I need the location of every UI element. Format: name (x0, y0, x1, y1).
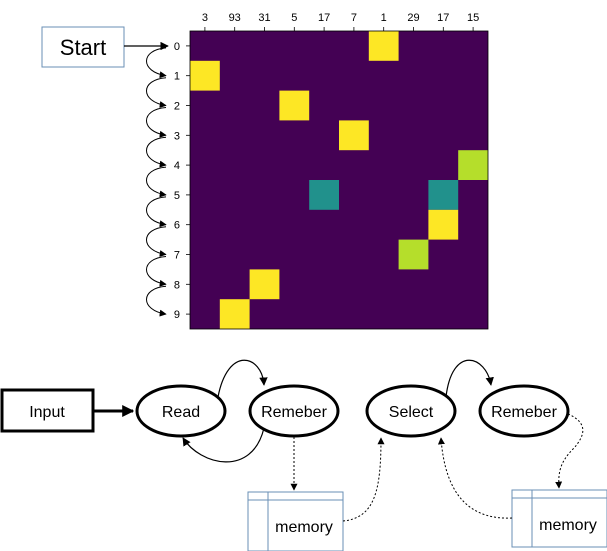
row-loop-arrow (146, 77, 167, 108)
select-node (365, 384, 457, 438)
heatmap-cell (219, 299, 250, 329)
heatmap-cell (398, 239, 429, 270)
row-label: 0 (174, 41, 180, 53)
column-label: 1 (381, 12, 387, 24)
heatmap-cell (339, 120, 369, 151)
row-label: 2 (174, 101, 180, 113)
memory2-to-select-arrow (437, 437, 513, 519)
remember-label-2: Remeber (491, 404, 557, 421)
heatmap-cell (249, 269, 280, 300)
row-loop-arrow (146, 136, 167, 168)
column-label: 17 (318, 12, 330, 24)
memory-table-1: memory (247, 491, 344, 551)
heatmap-cell (279, 90, 310, 121)
row-label: 6 (174, 220, 180, 232)
column-label: 15 (467, 12, 479, 24)
heatmap-cell (368, 31, 399, 61)
heatmap-cell (428, 209, 459, 240)
remember-to-read-arrow (182, 427, 265, 463)
remember-node-1 (248, 384, 340, 438)
start-box: Start (41, 26, 125, 68)
row-loop-arrow (146, 226, 167, 257)
row-label: 8 (174, 279, 180, 291)
select-label: Select (389, 404, 434, 421)
heatmap-cell (190, 60, 220, 91)
input-box (0, 388, 95, 433)
column-label: 93 (229, 12, 241, 24)
read-node (135, 384, 227, 438)
row-transition-arrows (146, 47, 167, 317)
heatmap-cell (309, 180, 339, 210)
row-loop-arrow (146, 47, 167, 79)
attention-heatmap: 3 93 31 5 17 7 1 29 17 15 0 1 2 3 4 5 6 7 8 9 (174, 12, 489, 330)
column-label: 17 (437, 12, 449, 24)
remember-node-2 (478, 384, 570, 438)
column-label: 3 (202, 12, 208, 24)
column-label: 31 (258, 12, 270, 24)
heatmap-frame (189, 30, 489, 330)
memory-label-1: memory (275, 519, 333, 536)
heatmap-cell (458, 150, 488, 180)
row-loop-arrow (146, 196, 167, 228)
row-label: 3 (174, 130, 180, 142)
row-loop-arrow (146, 166, 167, 198)
row-label: 5 (174, 190, 180, 202)
remember-label-1: Remeber (261, 404, 327, 421)
row-label: 1 (174, 71, 180, 83)
memory-table-2: memory (511, 489, 607, 548)
read-to-remember-arrow (217, 359, 268, 398)
row-label: 4 (174, 160, 180, 172)
read-label: Read (162, 404, 200, 421)
memory-to-select-arrow (342, 437, 385, 522)
column-label: 7 (351, 12, 357, 24)
flow-diagram: Input Read Remeber Select Remeber memory (0, 359, 607, 551)
row-label: 7 (174, 250, 180, 262)
select-to-remember-arrow (445, 359, 494, 398)
row-loop-arrow (146, 256, 167, 287)
heatmap-cell (428, 180, 459, 210)
column-label: 29 (407, 12, 419, 24)
start-label: Start (60, 35, 106, 60)
row-loop-arrow (146, 107, 167, 138)
remember-to-memory-arrow-2 (555, 413, 584, 489)
memory-label-2: memory (539, 517, 597, 534)
input-label: Input (29, 404, 65, 421)
row-loop-arrow (146, 285, 167, 317)
column-label: 5 (291, 12, 297, 24)
row-label: 9 (174, 309, 180, 321)
